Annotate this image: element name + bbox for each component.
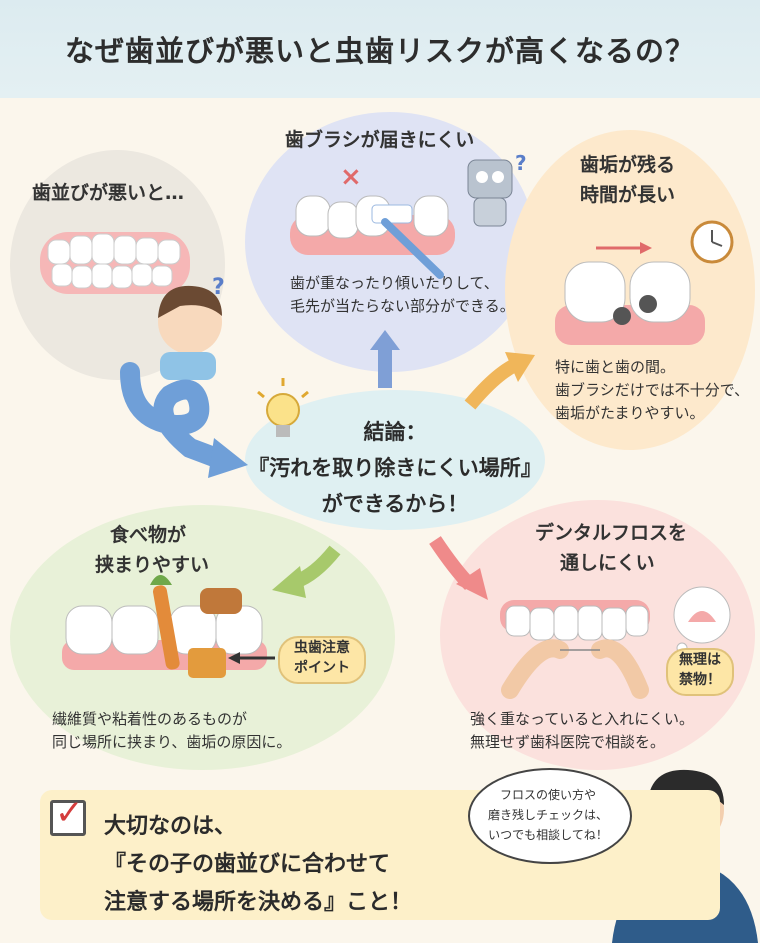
food-text-1: 繊維質や粘着性のあるものが — [52, 710, 248, 728]
check-mark-icon: ✓ — [55, 793, 84, 833]
no-force-badge: 無理は 禁物！ — [666, 648, 734, 696]
plaque-text-1: 特に歯と歯の間。 — [555, 358, 676, 376]
checkbox-icon: ✓ — [50, 793, 86, 836]
intro-arrow — [120, 362, 248, 478]
page-header: なぜ歯並びが悪いと虫歯リスクが高くなるの？ — [0, 0, 760, 98]
page-title: なぜ歯並びが悪いと虫歯リスクが高くなるの？ — [64, 34, 695, 68]
cavity-caution-badge: 虫歯注意 ポイント — [278, 636, 366, 684]
cavity-caution-line-1: 虫歯注意 — [294, 640, 350, 656]
floss-title-2: 通しにくい — [560, 552, 655, 574]
food-text-2: 同じ場所に挟まり、歯垢の原因に。 — [52, 733, 292, 751]
plaque-illustration — [555, 220, 734, 345]
brush-text-1: 歯が重なったり傾いたりして、 — [290, 274, 499, 292]
plaque-text-2: 歯ブラシだけでは不十分で、 — [555, 381, 750, 399]
no-force-line-2: 禁物！ — [679, 672, 721, 688]
child-illustration: ? — [158, 275, 225, 380]
brush-text-2: 毛先が当たらない部分ができる。 — [290, 297, 515, 315]
plaque-title-2: 時間が長い — [580, 184, 676, 206]
speech-line-3: いつでも相談してね！ — [488, 828, 608, 842]
plaque-text-3: 歯垢がたまりやすい。 — [555, 404, 705, 422]
svg-text:?: ? — [515, 151, 527, 175]
brush-illustration: × ? — [290, 151, 527, 279]
conclusion-line-2: 『汚れを取り除きにくい場所』 — [248, 456, 542, 480]
food-illustration — [62, 575, 275, 678]
svg-text:?: ? — [212, 275, 225, 300]
intro-label: 歯並びが悪いと… — [32, 182, 185, 204]
speech-text: フロスの使い方や 磨き残しチェックは、 いつでも相談してね！ — [478, 785, 618, 845]
summary-line-1: 大切なのは、 — [104, 814, 237, 839]
speech-line-1: フロスの使い方や — [499, 788, 596, 802]
summary-line-3: 注意する場所を決める』こと！ — [104, 890, 413, 915]
center-arrows — [272, 330, 535, 600]
conclusion-text: 結論： 『汚れを取り除きにくい場所』 ができるから！ — [215, 414, 575, 522]
brush-title: 歯ブラシが届きにくい — [285, 129, 475, 151]
crooked-teeth-illustration — [40, 232, 190, 294]
floss-text-1: 強く重なっていると入れにくい。 — [470, 710, 694, 728]
food-title-2: 挟まりやすい — [95, 554, 210, 576]
speech-line-2: 磨き残しチェックは、 — [487, 808, 608, 822]
no-force-line-1: 無理は — [679, 652, 721, 668]
floss-illustration — [500, 586, 731, 699]
conclusion-line-3: ができるから！ — [321, 492, 469, 516]
summary-line-2: 『その子の歯並びに合わせて — [104, 852, 391, 877]
floss-title-1: デンタルフロスを — [535, 522, 688, 544]
conclusion-line-1: 結論： — [363, 420, 427, 444]
floss-text-2: 無理せず歯科医院で相談を。 — [470, 733, 666, 751]
cavity-caution-line-2: ポイント — [294, 660, 350, 676]
food-title-1: 食べ物が — [110, 524, 187, 546]
speech-bubble — [468, 768, 632, 864]
lightbulb-icon — [257, 378, 309, 437]
plaque-title-1: 歯垢が残る — [580, 154, 676, 176]
svg-text:×: × — [340, 162, 362, 192]
